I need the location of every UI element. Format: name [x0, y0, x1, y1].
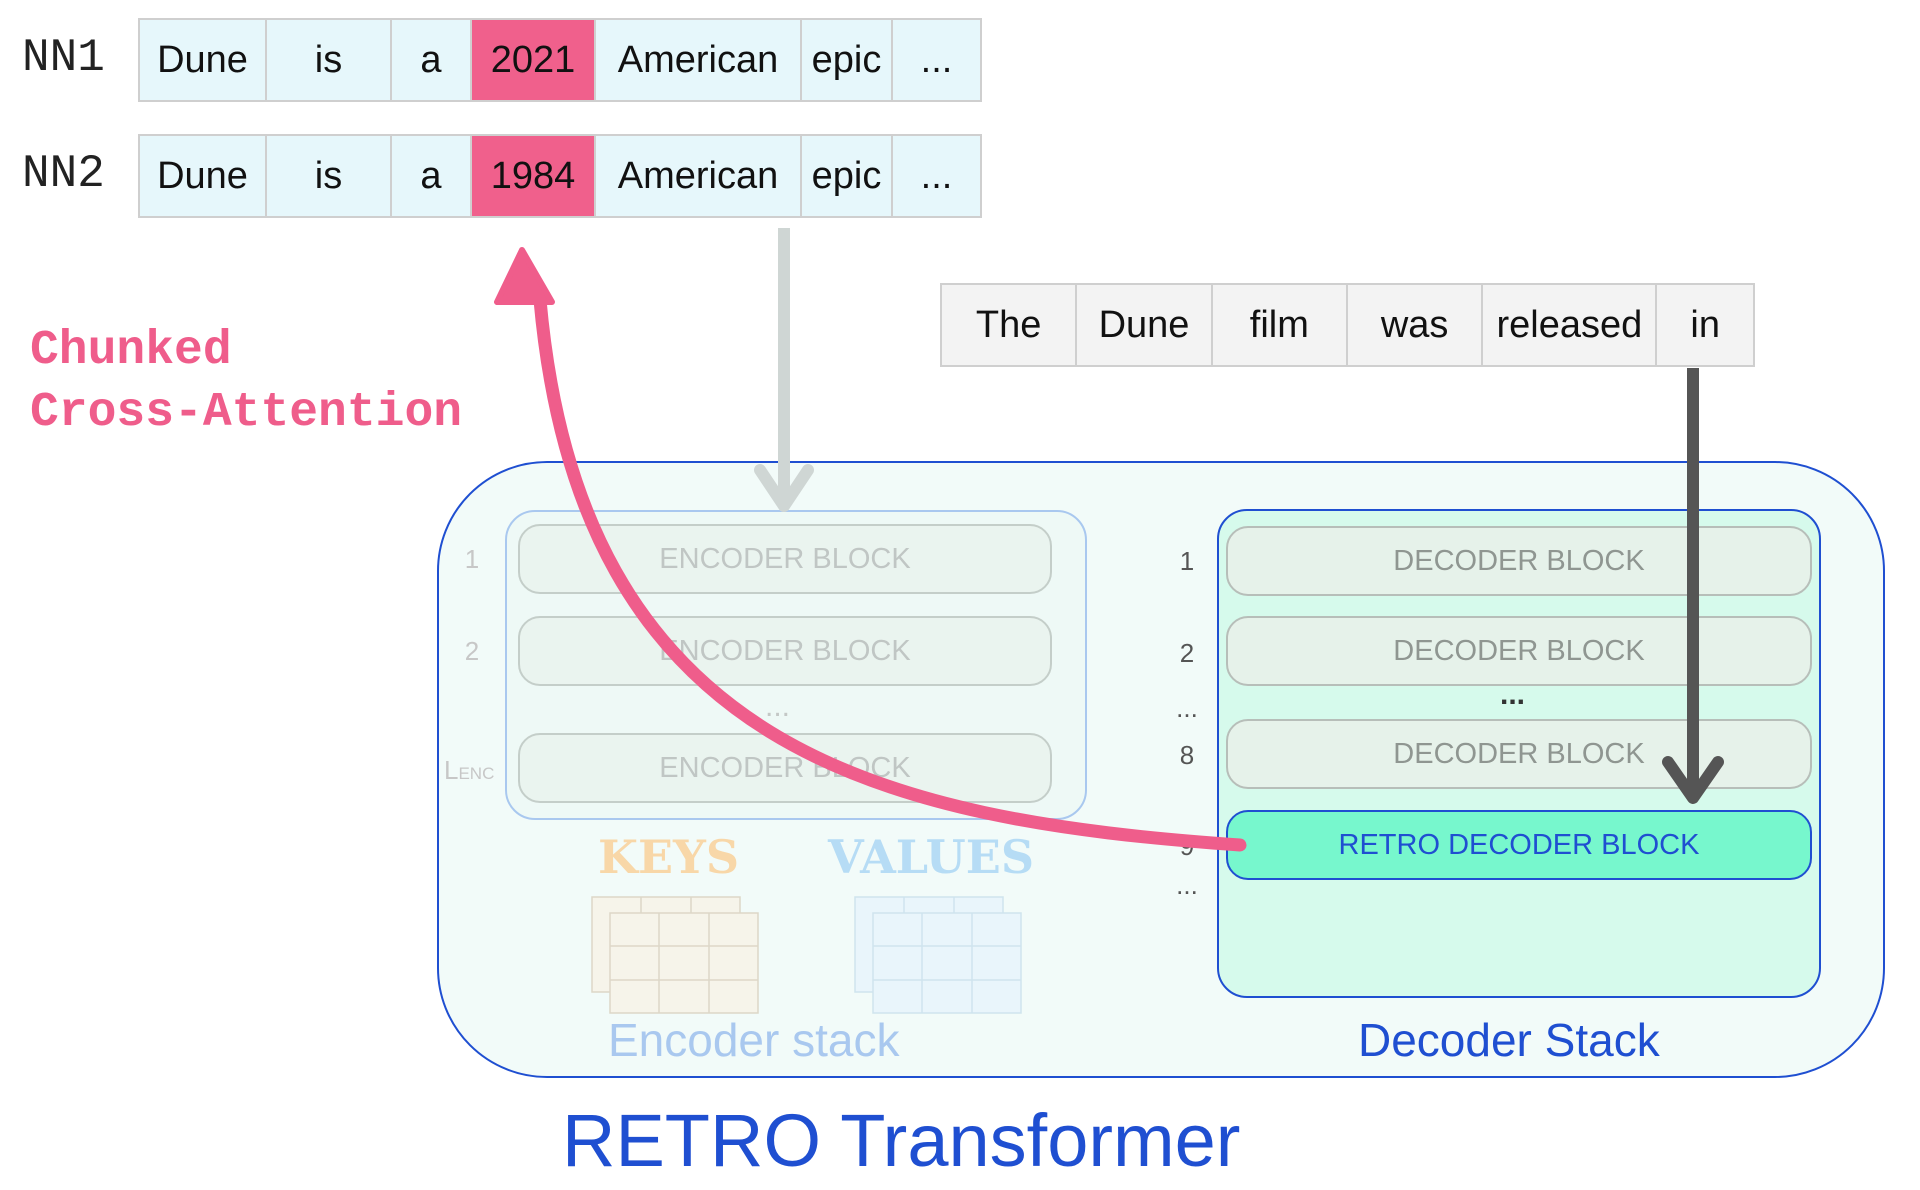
nn2-token: ... — [893, 136, 980, 216]
encoder-block-number: 2 — [464, 636, 480, 666]
cross-attention-label-line1: Chunked — [30, 324, 232, 378]
decoder-stack-label: Decoder Stack — [1358, 1014, 1660, 1066]
decoder-block-number: 2 — [1179, 638, 1195, 668]
decoder-ellipsis-bottom: ... — [1176, 870, 1198, 900]
input-token: Dune — [1077, 285, 1213, 365]
cross-attention-arrowhead — [494, 247, 555, 305]
retro-block-number: 9 — [1179, 831, 1195, 861]
values-grid-graphic — [854, 896, 1022, 1014]
nn2-token: a — [392, 136, 472, 216]
nn2-token: is — [267, 136, 392, 216]
keys-grid — [590, 895, 760, 1015]
input-token: film — [1212, 285, 1348, 365]
nn1-token: ... — [893, 20, 980, 100]
cross-attention-label-line2: Cross-Attention — [30, 386, 463, 440]
encoder-block-number: 1 — [464, 544, 480, 574]
nn1-token: a — [392, 20, 472, 100]
nn1-token: Dune — [140, 20, 267, 100]
input-token: The — [942, 285, 1078, 365]
keys-label: KEYS — [598, 830, 740, 884]
nn1-token-highlighted: 2021 — [472, 20, 596, 100]
nn2-token: American — [596, 136, 802, 216]
nn2-token-highlighted: 1984 — [472, 136, 596, 216]
page-title: RETRO Transformer — [562, 1099, 1241, 1182]
nn1-token: epic — [802, 20, 893, 100]
input-token: was — [1347, 285, 1484, 365]
decoder-ellipsis-left: ... — [1176, 693, 1198, 723]
decoder-block: DECODER BLOCK — [1226, 616, 1812, 686]
values-label: VALUES — [828, 830, 1035, 884]
decoder-block-number: 1 — [1179, 546, 1195, 576]
encoder-block: ENCODER BLOCK — [518, 733, 1052, 803]
input-token: in — [1657, 285, 1753, 365]
decoder-block-number: 8 — [1179, 740, 1195, 770]
nn2-token: epic — [802, 136, 893, 216]
nn2-token: Dune — [140, 136, 267, 216]
keys-grid-graphic — [591, 896, 759, 1014]
nn1-label: NN1 — [22, 32, 105, 84]
nn2-label: NN2 — [22, 148, 105, 200]
cross-attention-label: Chunked Cross-Attention — [30, 320, 462, 444]
encoder-block-number-lenc: LENC — [444, 755, 495, 785]
decoder-block: DECODER BLOCK — [1226, 526, 1812, 596]
encoder-block: ENCODER BLOCK — [518, 524, 1052, 594]
retro-decoder-block: RETRO DECODER BLOCK — [1226, 810, 1812, 880]
values-grid — [853, 895, 1023, 1015]
encoder-stack-label: Encoder stack — [608, 1014, 900, 1066]
nn2-token-row: Dune is a 1984 American epic ... — [138, 134, 982, 218]
encoder-block: ENCODER BLOCK — [518, 616, 1052, 686]
input-token-row: The Dune film was released in — [940, 283, 1755, 367]
nn1-token: is — [267, 20, 392, 100]
decoder-block: DECODER BLOCK — [1226, 719, 1812, 789]
nn1-token-row: Dune is a 2021 American epic ... — [138, 18, 982, 102]
encoder-ellipsis: ... — [765, 690, 791, 723]
nn1-token: American — [596, 20, 802, 100]
input-token: released — [1483, 285, 1658, 365]
decoder-ellipsis-center: ... — [1500, 678, 1526, 711]
